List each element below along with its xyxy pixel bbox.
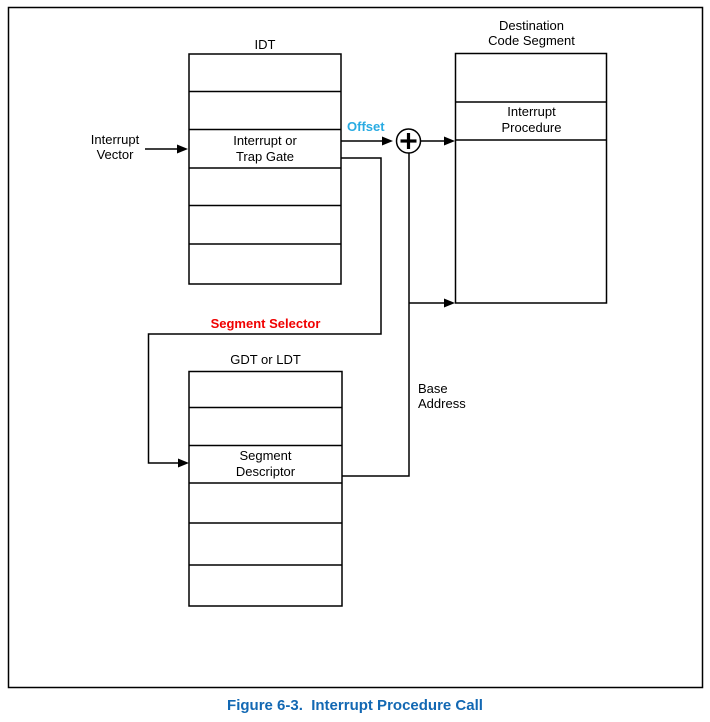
- offset-arrow: [341, 136, 393, 146]
- offset-label: Offset: [347, 119, 385, 134]
- interrupt-vector-label: Interrupt Vector: [90, 132, 140, 162]
- adder-to-destination-arrow: [420, 136, 455, 146]
- base-address-label: Base Address: [418, 381, 466, 411]
- gdt-table: [188, 370, 343, 607]
- idt-table: [188, 53, 342, 285]
- destination-table: [454, 52, 608, 304]
- segment-selector-line: [147, 157, 382, 468]
- idt-title: IDT: [254, 37, 276, 52]
- idt-gate-cell-label: Interrupt or Trap Gate: [233, 133, 297, 164]
- destination-title: Destination Code Segment: [488, 18, 575, 48]
- figure-caption: Figure 6-3. Interrupt Procedure Call: [227, 697, 483, 714]
- figure-border: [7, 6, 704, 689]
- gdt-title: GDT or LDT: [230, 352, 301, 367]
- interrupt-vector-arrow: [145, 144, 188, 154]
- base-address-line: [342, 153, 410, 477]
- segment-descriptor-cell-label: Segment Descriptor: [235, 448, 296, 479]
- base-address-branch-arrow: [409, 298, 455, 308]
- adder-icon: [395, 128, 422, 154]
- interrupt-procedure-cell-label: Interrupt Procedure: [501, 104, 562, 135]
- segment-selector-label: Segment Selector: [210, 316, 321, 331]
